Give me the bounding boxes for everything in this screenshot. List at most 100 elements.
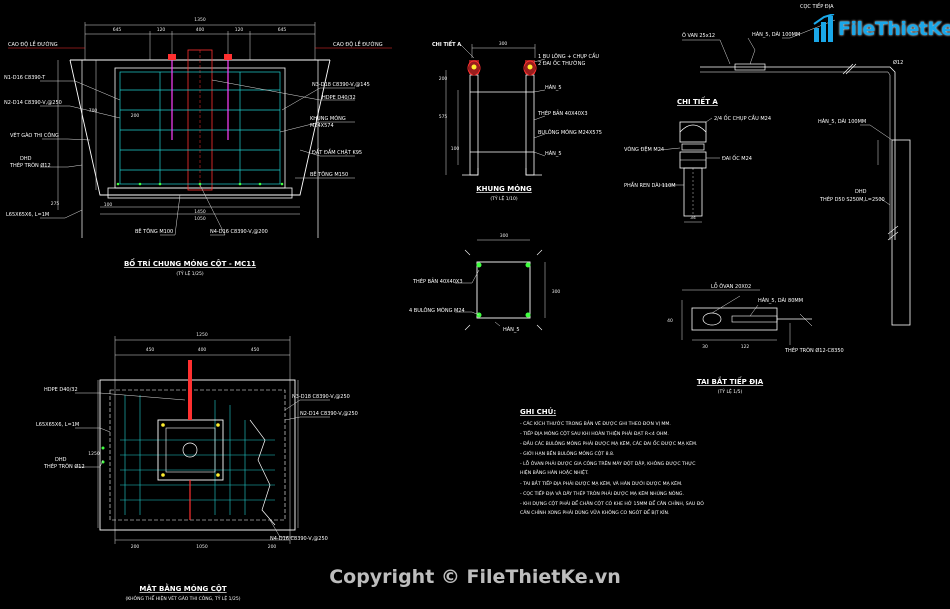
lug-d2: 122	[741, 344, 750, 350]
dim-total-1: 1350	[194, 17, 206, 23]
dim-11: 275	[51, 201, 60, 207]
label-r4: M24X574	[310, 123, 334, 129]
dim-6: 200	[131, 113, 140, 119]
frame-chi-tiet-a: CHI TIẾT A	[432, 40, 461, 48]
section4-title: MẶT BẰNG MÓNG CỘT	[139, 583, 226, 593]
note-item: - GIỚI HẠN BỀN BULÔNG MÓNG CỘT 8.8.	[520, 449, 614, 457]
label-l3: VÉT GÀO THI CÔNG	[10, 131, 59, 139]
bolt-detail-drawing	[659, 117, 720, 223]
section2-scale: (TỶ LỆ 1/10)	[490, 194, 518, 202]
plan2-l2: L65X65X6, L=1M	[36, 422, 79, 428]
foundation-plan-drawing	[75, 336, 330, 544]
plan2-dim-b2: 1050	[196, 544, 208, 550]
frame-l6: HÀN_5	[545, 150, 562, 157]
notes-title: GHI CHÚ:	[520, 407, 556, 416]
note-item: - CÁC KÍCH THƯỚC TRONG BẢN VẼ ĐƯỢC GHI T…	[520, 419, 671, 427]
dim-3: 400	[196, 27, 205, 33]
section6-scale: (TỶ LỆ 1/5)	[718, 387, 743, 395]
plan2-dim-t2: 400	[198, 347, 207, 353]
note-item: HIỆN BẰNG HÀN HOẶC NHIỆT.	[520, 468, 589, 476]
frame-plan-drawing	[455, 239, 546, 331]
logo-text: FileThietKe.vn	[838, 18, 950, 40]
bolt-c3: ĐAI ỐC M24	[722, 154, 752, 162]
lug-d3: 40	[667, 318, 673, 324]
note-item: - TAI BẮT TIẾP ĐỊA PHẢI ĐƯỢC MẠ KẼM, VÀ …	[520, 479, 683, 487]
label-b2: N4-D16 C8390-V,@200	[210, 229, 268, 235]
plan2-dim-top: 1250	[196, 332, 208, 338]
plan2-l4: THÉP TRÒN Ø12	[43, 462, 85, 470]
plan2-r3: N4-D16 C8390-V,@250	[270, 536, 328, 542]
grounding-a4: HÀN_5, DÀI 100MM	[818, 118, 866, 125]
label-r6: BÊ TÔNG M150	[310, 170, 348, 178]
dim-2: 120	[157, 27, 166, 33]
lug-t3: THÉP TRÒN Ø12-C8350	[784, 346, 844, 354]
label-r1: N3-D18 C8390-V,@145	[312, 82, 370, 88]
note-item: - CỌC TIẾP ĐỊA VÀ DÂY THÉP TRÒN PHẢI ĐƯỢ…	[520, 489, 684, 497]
label-l6: L65X65X6, L=1M	[6, 212, 49, 218]
plan2-l1: HDPE D40/32	[44, 387, 78, 393]
label-l1: N1-D16 C8390-T	[4, 75, 46, 81]
grounding-detail-drawing	[682, 19, 911, 326]
section5-title: CHI TIẾT A	[677, 96, 718, 106]
plan2-dim-t1: 450	[146, 347, 155, 353]
grounding-a2: HÀN_5, DÀI 100MM	[752, 31, 800, 38]
plan2-r2: N2-D14 C8390-V,@250	[300, 411, 358, 417]
frame-l1: 1 BU LÔNG + CHỤP CẦU	[538, 52, 599, 60]
bolt-c5: 34	[690, 215, 696, 221]
frame-l4: THÉP BẢN 40X40X3	[537, 109, 588, 117]
plan2-dim-side: 1250	[88, 451, 100, 457]
frame-dim-h3: 100	[451, 146, 460, 152]
lug-t2: HÀN_5, DÀI 80MM	[758, 297, 803, 304]
plan2-dim-b1: 200	[131, 544, 140, 550]
note-item: - ĐẦU CÁC BULÔNG MÓNG PHẢI ĐƯỢC MẠ KẼM, …	[520, 439, 697, 447]
filethietke-logo: FileThietKe.vn	[812, 14, 950, 44]
label-l2: N2-D14 C8390-V,@250	[4, 100, 62, 106]
note-item: - LỖ ÔVAN PHẢI ĐƯỢC GIA CÔNG TRÊN MÁY ĐỘ…	[520, 459, 695, 467]
grounding-a5: DHD	[855, 189, 867, 195]
label-r2: HDPE D40/32	[322, 95, 356, 101]
bolt-c4: PHẦN REN DÀI 110M	[624, 181, 676, 189]
label-right-top: CAO ĐỘ LỀ ĐƯỜNG	[333, 40, 383, 48]
label-left-top: CAO ĐỘ LỀ ĐƯỜNG	[8, 40, 58, 48]
frame-dim-h1: 200	[439, 76, 448, 82]
bolt-c1: 2/4 ỐC CHỤP CẦU M24	[714, 114, 771, 122]
label-l4: DHD	[20, 156, 32, 162]
anchor-frame-drawing	[445, 43, 546, 176]
dim-7: 1450	[194, 209, 206, 215]
label-r3: KHUNG MÓNG	[310, 115, 346, 122]
plan-l1: THÉP BẢN 40X40X3	[412, 277, 463, 285]
logo-icon	[813, 14, 835, 42]
grounding-top-label: CỌC TIẾP ĐỊA	[800, 2, 834, 10]
note-item: - KHI DỰNG CỘT PHẢI ĐỂ CHÂN CỘT CÓ KHE H…	[520, 499, 704, 507]
plan2-dim-b3: 200	[268, 544, 277, 550]
notes-list: - CÁC KÍCH THƯỚC TRONG BẢN VẼ ĐƯỢC GHI T…	[520, 419, 704, 516]
grounding-a6: THÉP D50 S250M,L=2500	[819, 195, 885, 203]
section1-scale: (TỶ LỆ 1/25)	[176, 269, 204, 277]
frame-dim-h2: 575	[439, 114, 448, 120]
dim-9: 1050	[194, 216, 206, 222]
dim-8: 100	[104, 202, 113, 208]
plan-dim-top: 300	[500, 233, 509, 239]
label-b1: BÊ TÔNG M100	[135, 227, 173, 235]
plan-l2: 4 BULÔNG MÓNG M24	[409, 307, 465, 314]
frame-l5: BULÔNG MÓNG M24X575	[538, 129, 602, 136]
plan2-l3: DHD	[55, 457, 67, 463]
section1-title: BỐ TRÍ CHUNG MÓNG CỘT - MC11	[124, 258, 256, 268]
frame-l3: HÀN_5	[545, 84, 562, 91]
lug-t1: LỖ ÔVAN 20X02	[711, 282, 751, 290]
frame-l2: 2 ĐAI ỐC THƯỜNG	[538, 59, 585, 67]
label-r5: ĐẤT ĐẦM CHẶT K95	[312, 148, 362, 156]
note-item: - TIẾP ĐỊA MÓNG CỘT SAU KHI HOÀN THIỆN P…	[520, 429, 669, 437]
section4-subtitle: (KHÔNG THỂ HIỆN VÉT GÀO THI CÔNG, TỶ LỆ …	[125, 594, 240, 602]
grounding-a3: Ø12	[893, 59, 903, 66]
dim-5: 645	[278, 27, 287, 33]
plan2-r1: N3-D18 C8390-V,@250	[292, 394, 350, 400]
grounding-a1: Ô VAN 25x12	[682, 32, 715, 39]
dim-10: 700	[89, 108, 98, 114]
note-item: CĂN CHỈNH XONG PHẢI DÙNG VỮA KHÔNG CO NG…	[520, 508, 669, 516]
plan-l3: HÀN_5	[503, 326, 520, 333]
section6-title: TAI BẮT TIẾP ĐỊA	[697, 376, 764, 386]
copyright-watermark: Copyright © FileThietKe.vn	[329, 566, 621, 588]
bolt-c2: VÒNG ĐỆM M24	[624, 145, 664, 153]
